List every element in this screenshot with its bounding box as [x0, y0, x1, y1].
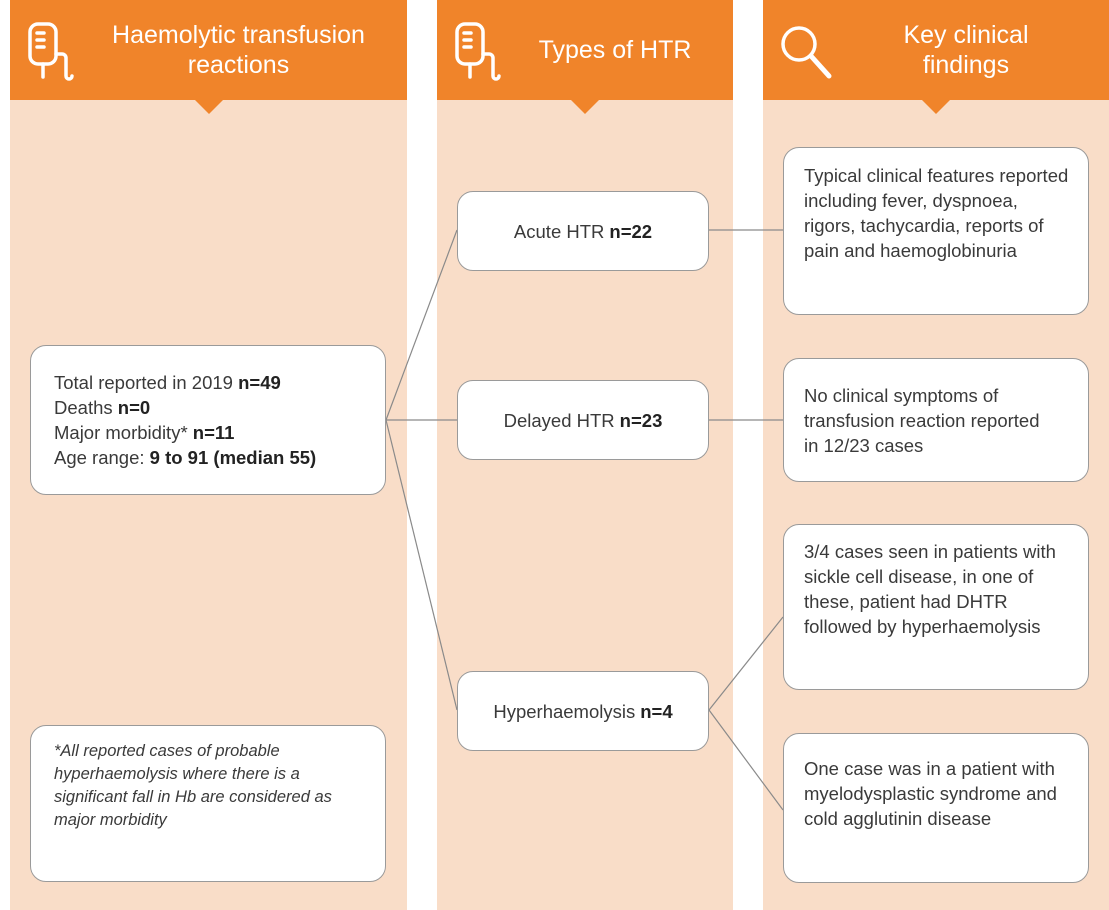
header-reactions: Haemolytic transfusion reactions: [10, 0, 407, 114]
type-count: n=23: [619, 409, 663, 431]
header-title-findings: Key clinical findings: [903, 21, 1029, 79]
finding-text: No clinical symptoms of transfusion reac…: [804, 385, 1040, 456]
header-title-reactions: Haemolytic transfusion reactions: [112, 21, 365, 79]
finding-text: Typical clinical features reported inclu…: [804, 165, 1069, 261]
type-count: n=4: [640, 700, 673, 722]
type-box-acute: Acute HTR n=22: [457, 191, 709, 271]
finding-box-myelodysplastic: One case was in a patient with myelodysp…: [783, 733, 1089, 883]
type-label: Acute HTR: [513, 220, 605, 242]
type-label: Hyperhaemolysis: [493, 700, 636, 722]
footnote-text: *All reported cases of probable hyperhae…: [54, 742, 332, 829]
header-arrow: [571, 100, 599, 114]
finding-box-delayed: No clinical symptoms of transfusion reac…: [783, 358, 1089, 482]
iv-bag-icon: [28, 22, 74, 81]
type-count: n=22: [609, 220, 653, 242]
finding-text: 3/4 cases seen in patients with sickle c…: [804, 541, 1056, 637]
iv-bag-icon: [455, 22, 501, 81]
connector-hyper-finding-sickle: [708, 616, 784, 711]
footnote-box: *All reported cases of probable hyperhae…: [30, 725, 386, 882]
header-arrow: [194, 100, 223, 114]
deaths: Deaths n=0: [54, 397, 151, 418]
finding-text: One case was in a patient with myelodysp…: [804, 758, 1057, 829]
finding-box-sickle-cell: 3/4 cases seen in patients with sickle c…: [783, 524, 1089, 690]
type-box-hyperhaemolysis: Hyperhaemolysis n=4: [457, 671, 709, 751]
total-reported: Total reported in 2019 n=49: [54, 372, 281, 393]
type-label: Delayed HTR: [503, 409, 615, 431]
connector-hyper-finding-mds: [708, 709, 784, 811]
connector-summary-acute: [385, 229, 458, 421]
header-types: Types of HTR: [437, 0, 733, 114]
major-morbidity: Major morbidity* n=11: [54, 422, 235, 443]
header-title-types: Types of HTR: [538, 36, 692, 64]
connector-summary-hyper: [385, 419, 458, 711]
magnifier-icon: [781, 26, 832, 79]
summary-box: Total reported in 2019 n=49 Deaths n=0 M…: [30, 345, 386, 495]
finding-box-acute: Typical clinical features reported inclu…: [783, 147, 1089, 315]
type-box-delayed: Delayed HTR n=23: [457, 380, 709, 460]
header-findings: Key clinical findings: [763, 0, 1109, 114]
age-range: Age range: 9 to 91 (median 55): [54, 447, 317, 468]
header-arrow: [922, 100, 950, 114]
